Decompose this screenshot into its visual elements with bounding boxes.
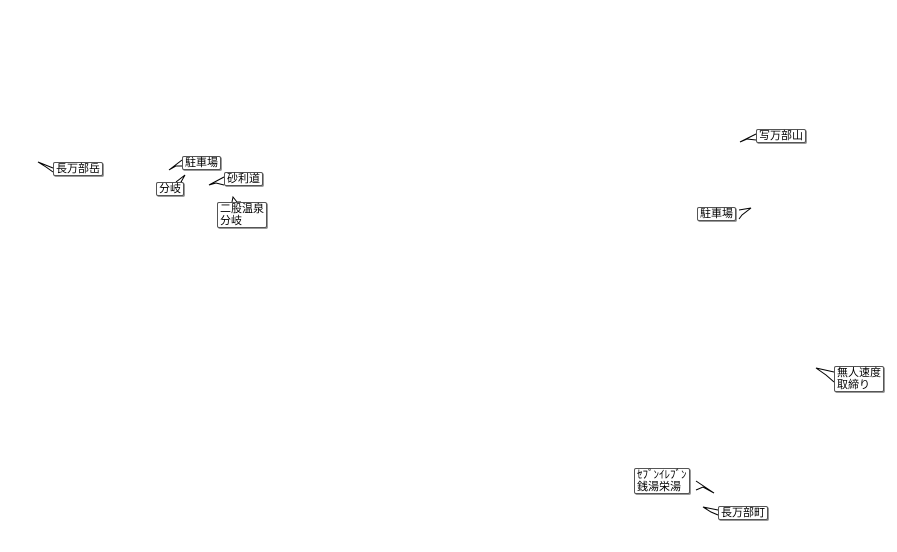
label-seven-eleven[interactable]: ｾﾌﾞﾝｲﾚﾌﾞﾝ 銭湯栄湯 [634,468,690,494]
label-nimata-onsen[interactable]: 二股温泉 分岐 [217,202,267,228]
label-nagamatobe-dake[interactable]: 長万部岳 [53,162,103,176]
label-shamanbe-yama[interactable]: 写万部山 [756,129,806,143]
leader-shamanbe-yama [739,133,757,143]
leader-gravel-road [208,176,225,186]
leader-nagamatobe-dake [37,161,54,173]
label-gravel-road[interactable]: 砂利道 [224,172,263,186]
leader-seven-eleven [695,480,715,494]
leader-nagamatobe-town [702,506,719,516]
leader-junction-west [175,174,186,183]
leader-speed-camera [815,367,835,383]
label-parking-west[interactable]: 駐車場 [182,156,221,170]
label-speed-camera[interactable]: 無人速度 取締り [834,366,884,392]
label-nagamatobe-town[interactable]: 長万部町 [718,506,768,520]
leader-parking-east [738,207,752,220]
leader-parking-west [168,159,183,171]
label-junction-west[interactable]: 分岐 [156,182,184,196]
label-parking-east[interactable]: 駐車場 [697,207,736,221]
